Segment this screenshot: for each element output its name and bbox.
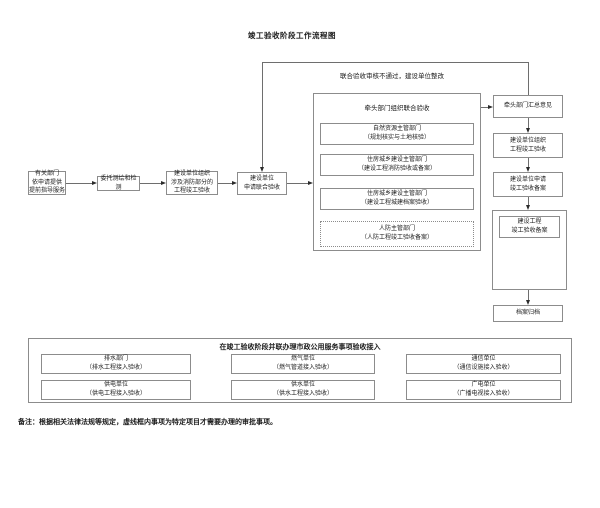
joint-item-housing-archives: 住房城乡建设主管部门 （建设工程城建档案验收） [320,188,474,210]
parallel-section: 在竣工验收阶段并联办理市政公用服务事项验收接入 排水部门 （排水工程接入验收） … [28,338,572,403]
flow-box-completion-record: 建设工程 竣工验收备案 [499,216,560,238]
joint-item-natural-resources: 自然资源主管部门 （规划核实与土地核验） [320,123,474,145]
parallel-item-water: 供水单位 （供水工程接入验收） [231,380,375,400]
parallel-item-broadcast: 广电单位 （广播电视接入验收） [406,380,561,400]
parallel-item-power: 供电单位 （供电工程接入验收） [41,380,191,400]
arrowhead-down [526,300,530,305]
arrowhead-right [232,181,237,185]
connector-line [287,183,308,184]
flow-box-apply-joint-acceptance: 建设单位 申请联合验收 [237,172,287,195]
parallel-item-telecom: 通信单位 （通信设施接入验收） [406,354,561,374]
arrowhead-right [161,181,166,185]
flow-box-survey-testing: 委托测绘和检测 [97,176,140,191]
note-text: 备注：根据相关法律法规等规定，虚线框内事项为特定项目才需要办理的审批事项。 [18,419,277,426]
page-title: 竣工验收阶段工作流程图 [248,31,336,40]
parallel-section-title: 在竣工验收阶段并联办理市政公用服务事项验收接入 [219,344,381,351]
joint-item-civil-defense: 人防主管部门 （人防工程竣工验收备案） [320,221,474,247]
connector-line [528,62,529,95]
parallel-item-gas: 燃气单位 （燃气管道接入验收） [231,354,375,374]
flow-box-guidance-service: 有关部门 依申请提供 提前指导服务 [28,170,66,195]
connector-line [528,118,529,128]
arrowhead-right [308,181,313,185]
record-outer-box: 建设工程 竣工验收备案 [492,210,567,290]
joint-group-title: 牵头部门组织联合验收 [364,105,430,112]
joint-acceptance-group: 牵头部门组织联合验收 自然资源主管部门 （规划核实与土地核验） 住房城乡建设主管… [313,93,481,251]
connector-line [481,107,488,108]
flow-box-org-completion-acceptance: 建设单位组织 工程竣工验收 [493,133,563,158]
connector-line [528,197,529,205]
connector-line [140,183,161,184]
flow-box-archive: 档案归档 [493,305,563,322]
arrowhead-down [526,128,530,133]
connector-line [218,183,232,184]
connector-line [262,62,263,167]
arrowhead-down [526,167,530,172]
joint-item-housing-fire: 住房城乡建设主管部门 （建设工程消防验收或备案） [320,154,474,176]
parallel-item-drainage: 排水部门 （排水工程接入验收） [41,354,191,374]
flow-box-apply-record: 建设单位申请 竣工验收备案 [493,172,563,197]
arrowhead-down [526,205,530,210]
arrowhead-down [260,167,264,172]
flow-box-fire-part-acceptance: 建设单位组织 涉及消防部分的 工程竣工验收 [166,171,218,195]
arrowhead-right [488,105,493,109]
feedback-label: 联合验收审核不通过，建设单位整改 [340,73,444,80]
connector-line [66,183,92,184]
arrowhead-right [92,181,97,185]
connector-line [528,158,529,167]
connector-line [528,290,529,300]
flow-box-lead-dept-summary: 牵头部门汇总意见 [493,95,563,118]
connector-line [262,62,528,63]
